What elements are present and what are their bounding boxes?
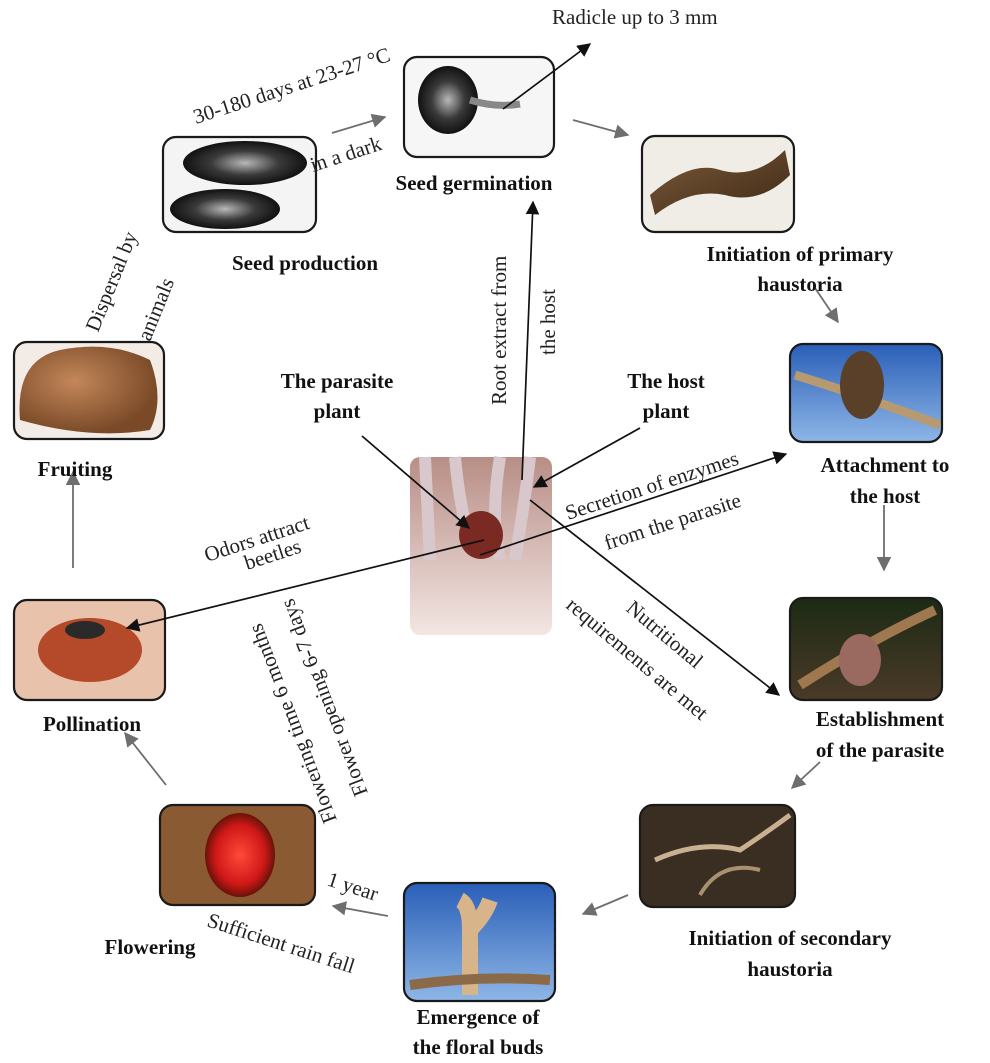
anno-one-year: 1 year [324,867,381,906]
label-parasite-plant-2: plant [314,399,361,423]
label-secondary-haustoria-2: haustoria [747,957,833,981]
label-primary-haustoria-1: Initiation of primary [707,242,894,266]
label-pollination: Pollination [43,712,141,736]
arrow-flowering-to-pollination [125,733,166,785]
anno-root-extract-2: the host [536,289,560,355]
attachment-photo [790,344,942,442]
primary-haustoria-photo [642,136,794,232]
anno-dispersal-2: animals [132,274,179,344]
label-establishment-1: Establishment [816,707,944,731]
label-seed-germination: Seed germination [396,171,553,195]
label-establishment-2: of the parasite [816,738,944,762]
label-secondary-haustoria-1: Initiation of secondary [688,926,892,950]
floral-buds-photo [404,883,555,1001]
label-flowering: Flowering [105,935,196,959]
anno-radicle: Radicle up to 3 mm [552,5,718,29]
anno-root-extract-1: Root extract from [487,256,511,405]
label-fruiting: Fruiting [38,457,113,481]
arrow-establishment-to-secondary [792,762,820,788]
anno-dispersal-1: Dispersal by [80,228,142,335]
secondary-haustoria-photo [640,805,795,907]
anno-in-a-dark: in a dark [307,131,385,177]
label-host-plant-2: plant [643,399,690,423]
arrow-buds-to-flowering [333,906,388,916]
arrow-seed-to-germination [332,117,385,133]
label-attachment-2: the host [850,484,921,508]
arrow-secondary-to-buds [583,895,628,914]
label-primary-haustoria-2: haustoria [757,272,843,296]
label-seed-production: Seed production [232,251,378,275]
label-floral-buds-1: Emergence of [416,1005,540,1029]
root-extract-arrow [522,202,533,480]
label-host-plant-1: The host [627,369,705,393]
seed-germination-photo [404,57,554,157]
establishment-photo [790,598,942,700]
fruiting-photo [14,342,164,439]
host-plant-pointer [534,428,640,487]
arrow-germination-to-primary [573,120,628,135]
pollination-photo [14,600,165,700]
anno-rainfall: Sufficient rain fall [204,908,358,978]
flowering-photo [160,805,315,905]
anno-germination-conditions: 30-180 days at 23-27 °C [190,42,393,128]
center-parasite-host-photo [410,457,552,635]
seed-production-photo [163,137,316,232]
label-parasite-plant-1: The parasite [281,369,394,393]
label-floral-buds-2: the floral buds [413,1035,544,1059]
label-attachment-1: Attachment to [821,453,950,477]
